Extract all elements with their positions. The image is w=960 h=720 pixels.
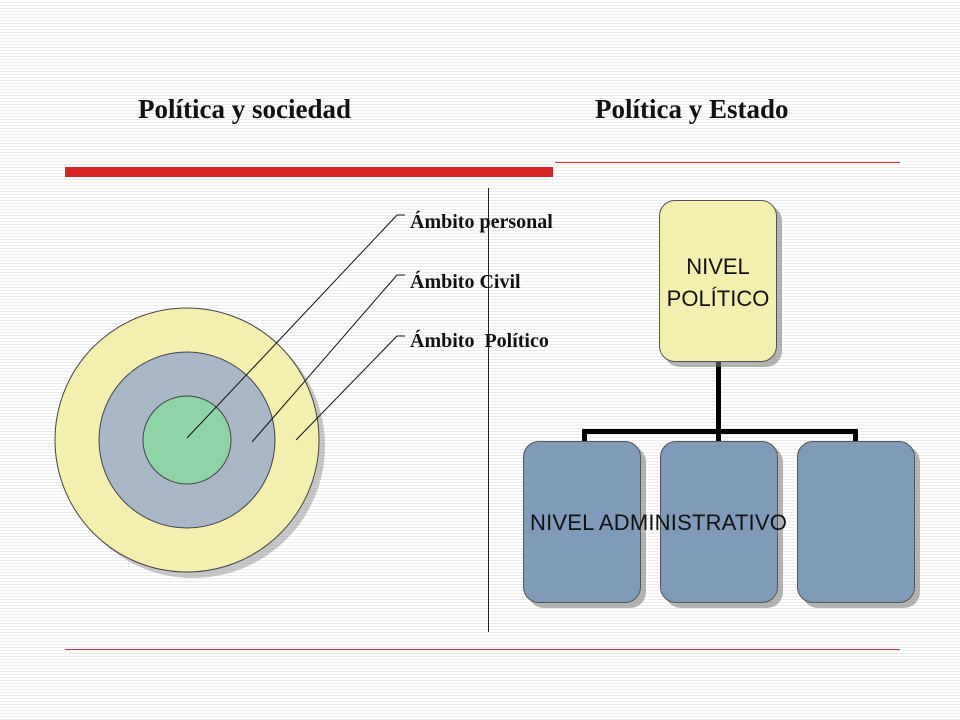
- connector-vertical-main: [716, 362, 721, 432]
- nivel-politico-line1: NIVEL: [686, 254, 750, 279]
- leader-line-civil: [251, 274, 405, 443]
- box-nivel-administrativo-2: [660, 441, 778, 603]
- middle-ring-ambito-civil: [98, 351, 276, 529]
- box-nivel-administrativo-1: [523, 441, 641, 603]
- title-politica-sociedad: Política y sociedad: [138, 94, 351, 124]
- label-ambito-personal: Ámbito personal: [410, 211, 553, 233]
- leader-line-politico: [295, 335, 405, 441]
- connector-drop-center: [716, 429, 721, 442]
- nivel-administrativo-label: NIVEL ADMINISTRATIVO: [530, 510, 788, 535]
- outer-ring-shadow: [61, 314, 325, 578]
- bottom-thin-rule: [65, 649, 900, 650]
- box-nivel-politico: [659, 200, 777, 362]
- inner-circle-ambito-personal: [142, 395, 232, 485]
- connector-drop-right: [853, 429, 858, 442]
- middle-ring-shadow: [104, 357, 280, 533]
- label-ambito-politico: Ámbito Político: [410, 330, 549, 352]
- nivel-politico-line2: POLÍTICO: [666, 286, 770, 311]
- inner-circle-shadow: [148, 400, 236, 488]
- vertical-divider: [488, 188, 489, 632]
- outer-ring-ambito-politico: [54, 307, 320, 573]
- connector-drop-left: [582, 429, 587, 442]
- box-nivel-administrativo-3: [797, 441, 915, 603]
- leader-line-personal: [186, 214, 405, 439]
- title-politica-estado: Política y Estado: [595, 94, 789, 124]
- top-thin-rule: [555, 162, 900, 163]
- top-thick-rule: [65, 167, 553, 177]
- label-ambito-civil: Ámbito Civil: [410, 271, 521, 293]
